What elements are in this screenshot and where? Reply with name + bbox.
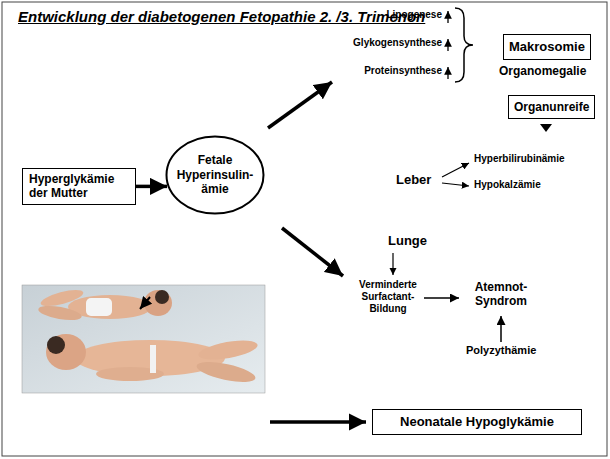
flow-arrow [282, 228, 343, 276]
outcome-box: Neonatale Hypoglykämie [372, 409, 582, 435]
small-arrow [424, 297, 459, 299]
text-label: Lipogenese [386, 9, 442, 21]
text-label: Leber [396, 172, 431, 188]
flow-arrow [268, 82, 332, 128]
node-text: Fetale Hyperinsulin-ämie [171, 153, 259, 196]
node-text: Neonatale Hypoglykämie [378, 414, 576, 430]
pointer-triangle [540, 124, 552, 132]
baby-photo [22, 285, 265, 393]
text-label: Atemnot-Syndrom [462, 280, 540, 309]
text-label: Hyperbilirubinämie [474, 153, 565, 165]
outcome-box: Organunreife [508, 95, 595, 119]
text-label: Proteinsynthese [364, 65, 442, 77]
text-label: Lunge [388, 233, 427, 249]
node-text: Hyperglykämie der Mutter [29, 172, 129, 201]
small-arrow [442, 183, 469, 186]
diagram-title: Entwicklung der diabetogenen Fetopathie … [18, 8, 425, 26]
small-arrow [392, 253, 393, 275]
outcome-box: Makrosomie [503, 34, 591, 60]
node-text: Makrosomie [509, 39, 585, 55]
text-label: Glykogensynthese [353, 37, 442, 49]
flow-arrow [270, 420, 366, 424]
text-label: Verminderte Surfactant-Bildung [352, 279, 424, 315]
increase-arrow [447, 39, 448, 51]
text-label: Organomegalie [499, 64, 586, 78]
process-box: Hyperglykämie der Mutter [22, 168, 136, 205]
increase-arrow [447, 11, 448, 23]
node-text: Organunreife [514, 100, 589, 114]
text-label: Hypokalzämie [474, 179, 541, 191]
small-arrow [500, 316, 502, 342]
increase-arrow [447, 67, 448, 79]
small-arrow [442, 163, 469, 177]
flow-arrow [136, 185, 167, 189]
text-label: Polyzythämie [466, 344, 536, 357]
process-ellipse: Fetale Hyperinsulin-ämie [165, 135, 265, 215]
curly-bracket [455, 8, 473, 82]
